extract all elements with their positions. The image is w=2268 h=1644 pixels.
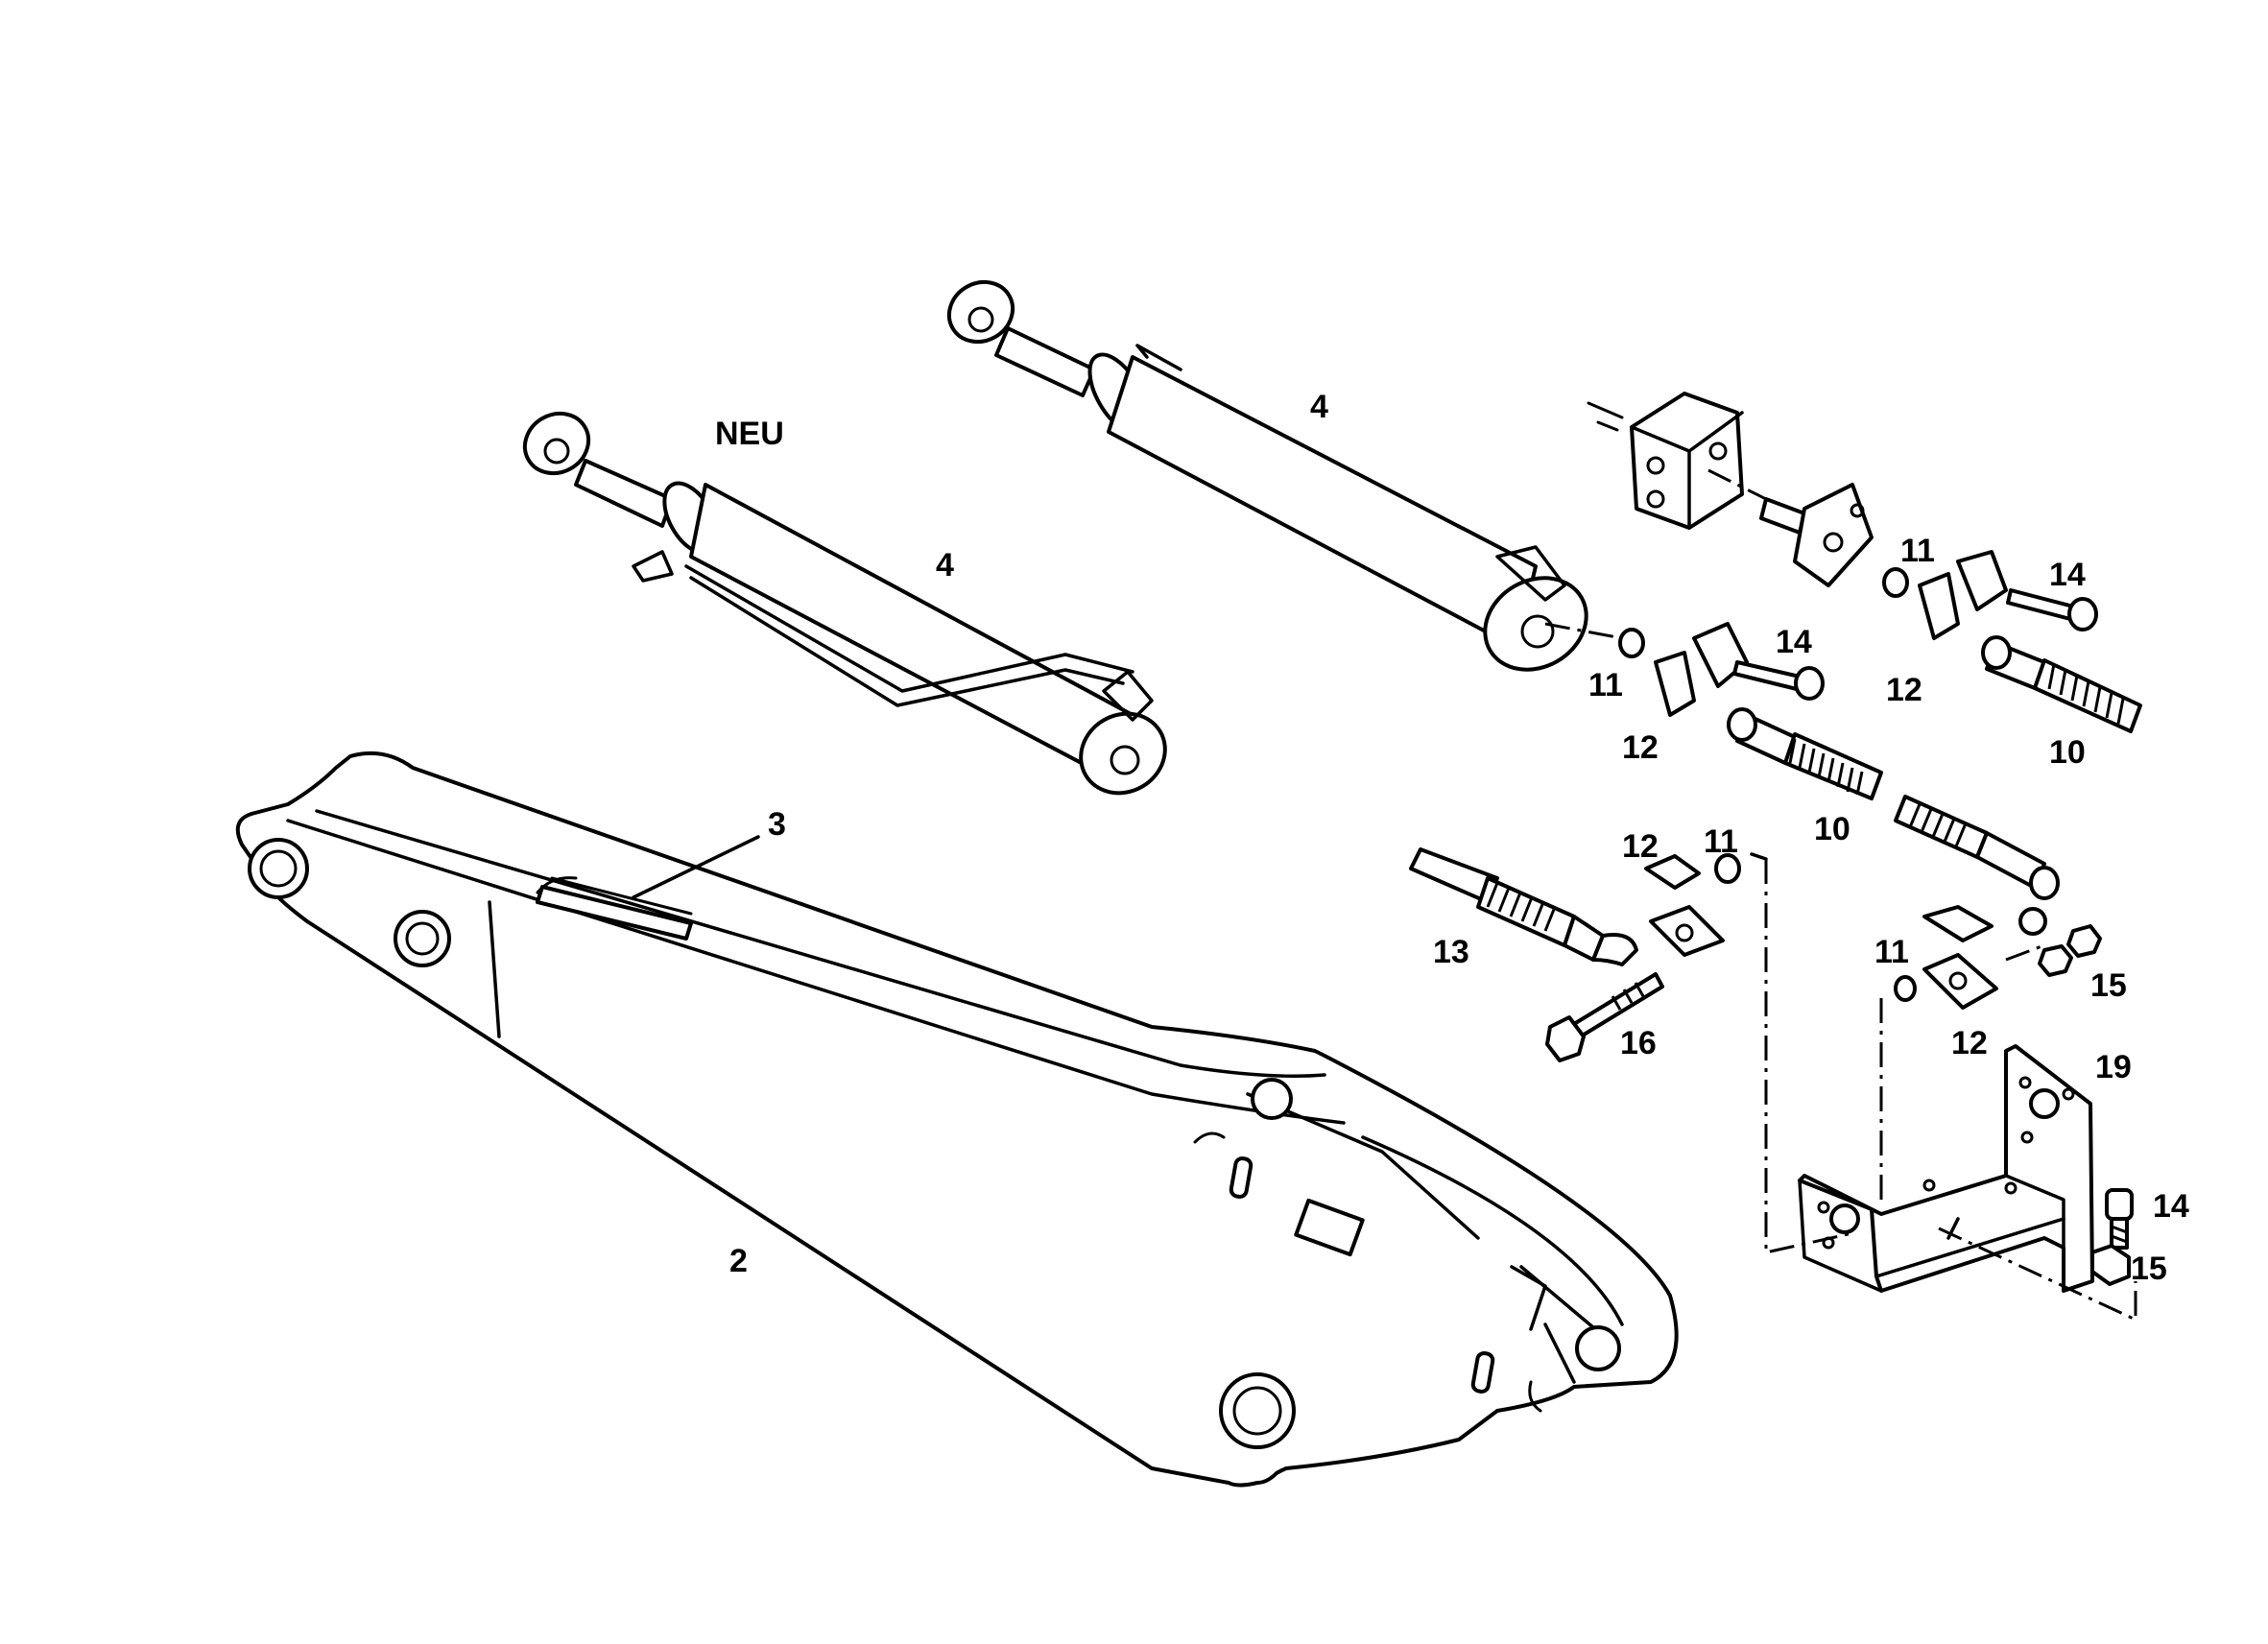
boom-arm [235, 751, 1679, 1488]
label-12-a: 12 [1622, 729, 1659, 766]
label-14-a: 14 [1776, 624, 1812, 660]
label-13: 13 [1433, 934, 1469, 970]
label-12-b: 12 [1886, 672, 1922, 708]
label-11-c: 11 [1704, 823, 1738, 860]
fittings [1409, 550, 2142, 1286]
label-4-right: 4 [1310, 389, 1328, 425]
label-14-b: 14 [2049, 557, 2086, 593]
label-2: 2 [729, 1243, 748, 1279]
label-11-b: 11 [1900, 533, 1935, 569]
label-19: 19 [2095, 1049, 2132, 1085]
hydraulic-cylinder [946, 279, 1588, 672]
label-neu: NEU [715, 416, 784, 452]
mounting-bracket [1798, 1044, 2094, 1293]
leader-lines [632, 622, 2137, 1322]
label-11-a: 11 [1588, 667, 1623, 703]
label-10-b: 10 [2049, 734, 2086, 771]
hydraulic-cylinder-new [522, 411, 1167, 796]
label-11-d: 11 [1874, 934, 1909, 970]
label-3: 3 [768, 806, 786, 843]
decal-strip [536, 876, 693, 941]
label-15-b: 15 [2131, 1251, 2167, 1287]
label-12-d: 12 [1951, 1025, 1988, 1061]
callout-labels: NEU 2 3 4 4 11 12 14 10 11 12 14 10 12 1… [715, 389, 2189, 1287]
label-12-c: 12 [1622, 828, 1659, 865]
label-16: 16 [1620, 1025, 1657, 1061]
label-4-left: 4 [936, 547, 954, 584]
valve-block [1587, 392, 1874, 587]
label-14-c: 14 [2153, 1188, 2189, 1225]
label-15-a: 15 [2090, 967, 2127, 1004]
label-10-a: 10 [1814, 811, 1850, 847]
